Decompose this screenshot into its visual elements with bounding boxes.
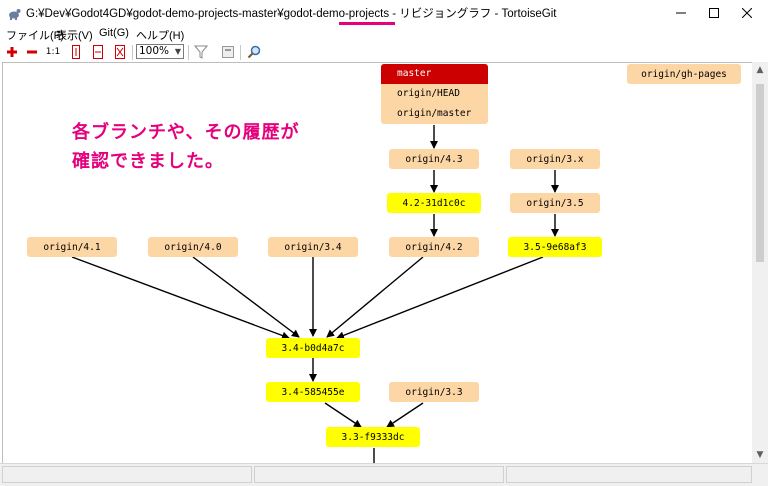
ref-origin-master[interactable]: origin/master (397, 108, 472, 119)
node-commit-3-3-f9333dc[interactable]: 3.3-f9333dc (326, 427, 420, 447)
chevron-down-icon: ▼ (174, 47, 181, 56)
node-commit-3-4-585455e[interactable]: 3.4-585455e (266, 382, 360, 402)
status-bar (0, 463, 768, 486)
fit-width-button[interactable] (90, 44, 106, 60)
maximize-icon (709, 8, 719, 18)
toolbar: 1:1 100% ▼ (0, 44, 768, 62)
close-icon (742, 8, 752, 18)
title-app: - TortoiseGit (491, 8, 557, 20)
node-origin-4-1[interactable]: origin/4.1 (27, 237, 117, 257)
annotation-callout: 各ブランチや、その履歴が 確認できました。 (72, 118, 299, 176)
menu-help[interactable]: ヘルプ(H) (136, 30, 185, 42)
current-branch-master[interactable]: master (381, 64, 488, 84)
title-highlight-underline (339, 22, 395, 25)
close-button[interactable] (730, 0, 764, 26)
node-origin-3-3[interactable]: origin/3.3 (389, 382, 479, 402)
revision-graph-canvas[interactable]: master origin/HEAD origin/master origin/… (2, 62, 753, 463)
window-title: G:¥Dev¥Godot4GD¥godot-demo-projects-mast… (26, 5, 556, 21)
zoom-in-icon (7, 47, 17, 57)
zoom-out-button[interactable] (24, 44, 40, 60)
scrollbar-thumb[interactable] (756, 84, 764, 262)
edge-4-1-to-b0d4a7c (71, 256, 290, 340)
node-origin-3-x[interactable]: origin/3.x (510, 149, 600, 169)
tortoisegit-icon (9, 9, 21, 20)
node-commit-3-4-b0d4a7c[interactable]: 3.4-b0d4a7c (266, 338, 360, 358)
edge-4-2-to-b0d4a7c (326, 256, 424, 338)
menu-bar: ファイル(F) 表示(V) Git(G) ヘルプ(H) (0, 26, 768, 44)
title-highlight: リビジョングラフ (399, 8, 492, 20)
node-origin-gh-pages[interactable]: origin/gh-pages (627, 64, 741, 84)
search-icon (247, 45, 261, 59)
edge-4-0-to-b0d4a7c (192, 256, 300, 338)
zoom-in-button[interactable] (4, 44, 20, 60)
fit-height-icon (72, 45, 80, 59)
status-pane-right (506, 466, 752, 483)
ref-origin-head[interactable]: origin/HEAD (397, 88, 460, 99)
scroll-up-icon[interactable]: ▲ (756, 65, 764, 75)
node-origin-3-4[interactable]: origin/3.4 (268, 237, 358, 257)
title-bar: G:¥Dev¥Godot4GD¥godot-demo-projects-mast… (0, 0, 768, 26)
head-ref-group[interactable]: master origin/HEAD origin/master (381, 64, 488, 124)
scroll-down-icon[interactable]: ▼ (756, 450, 764, 460)
edge-9e68af3-to-b0d4a7c (336, 256, 544, 340)
fit-width-icon (93, 45, 103, 59)
edge-585455e-to-f9333dc (324, 402, 362, 428)
maximize-button[interactable] (697, 0, 731, 26)
annotation-line-2: 確認できました。 (72, 151, 224, 172)
vertical-scrollbar[interactable]: ▲ ▼ (752, 62, 768, 463)
zoom-select[interactable]: 100% ▼ (136, 44, 184, 59)
overview-icon (222, 46, 234, 58)
menu-view[interactable]: 表示(V) (56, 30, 93, 42)
zoom-1-1-button[interactable]: 1:1 (45, 47, 61, 57)
toolbar-separator (240, 45, 241, 60)
zoom-out-icon (27, 50, 37, 54)
search-button[interactable] (246, 44, 262, 60)
node-origin-3-5[interactable]: origin/3.5 (510, 193, 600, 213)
filter-icon (194, 45, 208, 59)
toolbar-separator (188, 45, 189, 60)
filter-button[interactable] (193, 44, 209, 60)
zoom-value: 100% (139, 45, 170, 57)
title-path: G:¥Dev¥Godot4GD¥godot-demo-projects-mast… (26, 8, 400, 20)
fit-window-button[interactable] (112, 44, 128, 60)
node-origin-4-2[interactable]: origin/4.2 (389, 237, 479, 257)
menu-file[interactable]: ファイル(F) (6, 30, 65, 42)
status-pane-left (2, 466, 252, 483)
overview-button[interactable] (220, 44, 236, 60)
annotation-line-1: 各ブランチや、その履歴が (72, 122, 300, 143)
node-origin-4-0[interactable]: origin/4.0 (148, 237, 238, 257)
toolbar-separator (132, 45, 133, 60)
minimize-button[interactable] (664, 0, 698, 26)
status-pane-middle (254, 466, 504, 483)
node-commit-4-2-31d1c0c[interactable]: 4.2-31d1c0c (387, 193, 481, 213)
fit-window-icon (115, 45, 125, 59)
edge-3-3-to-f9333dc (386, 402, 424, 428)
node-commit-3-5-9e68af3[interactable]: 3.5-9e68af3 (508, 237, 602, 257)
node-origin-4-3[interactable]: origin/4.3 (389, 149, 479, 169)
minimize-icon (676, 12, 686, 14)
menu-git[interactable]: Git(G) (99, 27, 129, 39)
graph-edges (71, 125, 559, 463)
fit-height-button[interactable] (68, 44, 84, 60)
